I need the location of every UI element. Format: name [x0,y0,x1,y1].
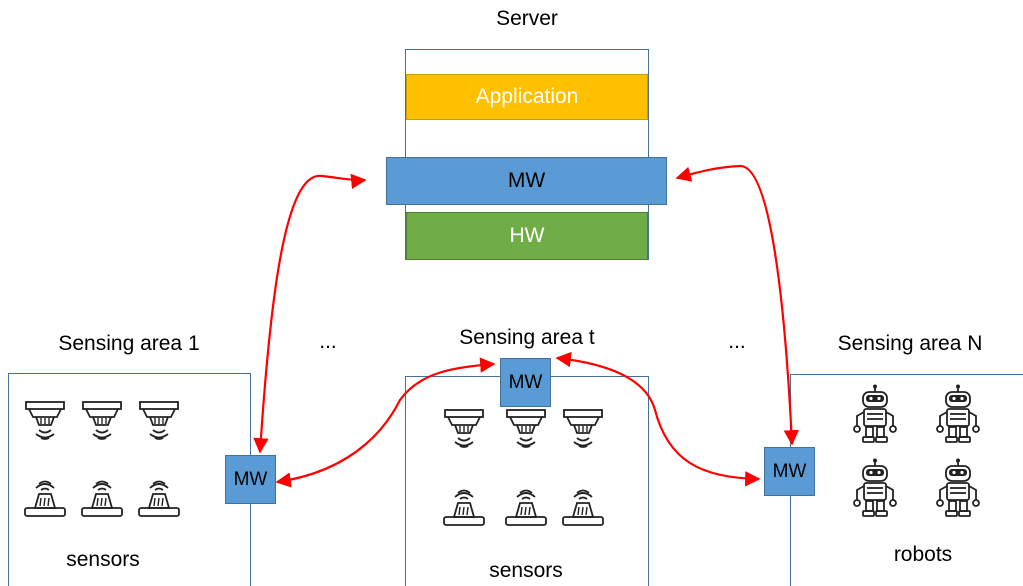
arrow-area1-server [253,173,367,454]
server-application-layer: Application [406,74,648,120]
area-n-title: Sensing area N [837,332,983,355]
server-hw-layer: HW [406,212,648,260]
wireless-sensor-icon [443,489,485,526]
area-t-title: Sensing area t [459,326,595,349]
smoke-detector-icon [444,409,484,448]
smoke-detector-icon [82,401,122,440]
area-1-mw-node: MW [225,455,276,504]
server-mw-layer: MW [386,157,667,205]
wireless-sensor-icon [81,480,123,517]
wireless-sensor-icon [562,489,604,526]
arrow-areat-arean [555,351,761,487]
area-1-caption: sensors [66,548,140,571]
area-t-caption: sensors [489,559,563,582]
server-title: Server [496,7,558,30]
wireless-sensor-icon [505,489,547,526]
smoke-detector-icon [563,409,603,448]
smoke-detector-icon [25,401,65,440]
wireless-sensor-icon [138,480,180,517]
robot-icon [936,384,980,443]
area-t-mw-node: MW [500,358,551,407]
smoke-detector-icon [139,401,179,440]
wireless-sensor-icon [24,480,66,517]
smoke-detector-icon [506,409,546,448]
robot-icon [853,458,897,517]
area-n-caption: robots [893,543,953,566]
area-n-box [790,374,1023,586]
robot-icon [936,458,980,517]
area-n-mw-node: MW [764,447,815,496]
robot-icon [853,384,897,443]
area-1-title: Sensing area 1 [58,332,200,355]
arrow-area1-areat [275,357,496,488]
arrow-arean-server [675,164,800,446]
